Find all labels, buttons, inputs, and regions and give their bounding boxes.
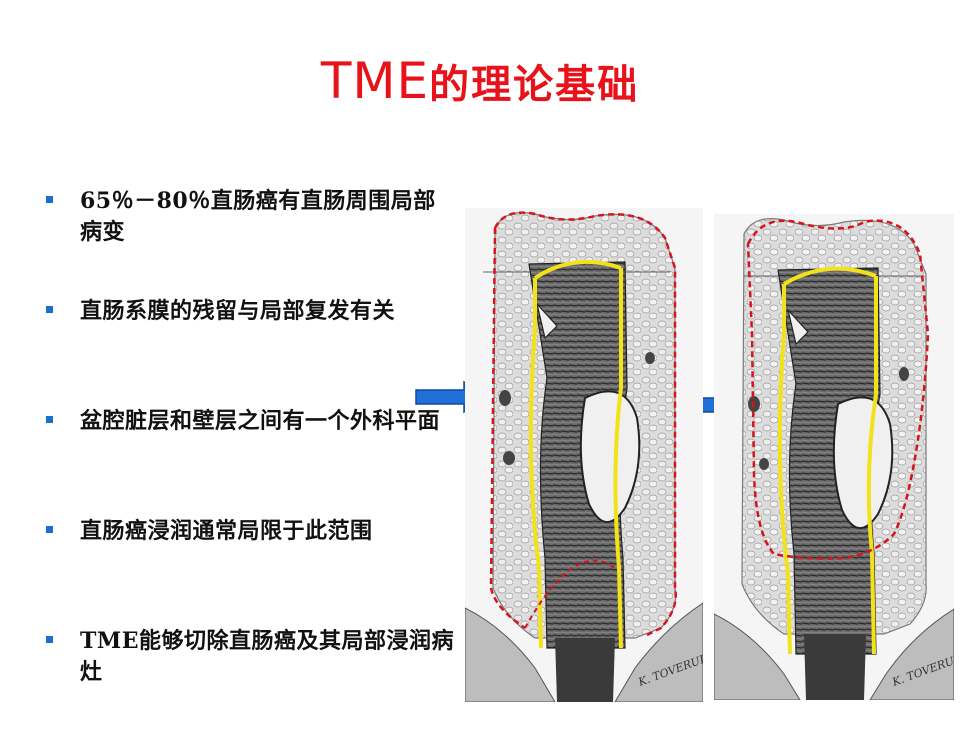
rectum-anatomy-illustration-right: K. TOVERUD <box>714 214 954 700</box>
rectum-anatomy-illustration-left: K. TOVERUD <box>465 208 703 702</box>
bullet-text: 直肠系膜的残留与局部复发有关 <box>80 298 396 324</box>
bullet-item: 直肠系膜的残留与局部复发有关 <box>44 296 454 406</box>
square-bullet-icon <box>46 196 53 203</box>
square-bullet-icon <box>46 306 53 313</box>
bullet-text: 65％－80％直肠癌有直肠周围局部病变 <box>80 188 436 245</box>
title-latin: TME <box>320 52 430 110</box>
bullet-text: 直肠癌浸润通常局限于此范围 <box>80 518 373 544</box>
bullet-item: 盆腔脏层和壁层之间有一个外科平面 <box>44 406 454 516</box>
bullet-item: 直肠癌浸润通常局限于此范围 <box>44 516 454 626</box>
bullet-item: TME能够切除直肠癌及其局部浸润病灶 <box>44 626 454 736</box>
title-chinese: 的理论基础 <box>429 62 640 108</box>
bullet-list: 65％－80％直肠癌有直肠周围局部病变 直肠系膜的残留与局部复发有关 盆腔脏层和… <box>44 186 454 736</box>
slide: TME的理论基础 65％－80％直肠癌有直肠周围局部病变 直肠系膜的残留与局部复… <box>0 52 960 702</box>
square-bullet-icon <box>46 526 53 533</box>
bullet-text: 盆腔脏层和壁层之间有一个外科平面 <box>80 408 441 434</box>
square-bullet-icon <box>46 636 53 643</box>
bullet-item: 65％－80％直肠癌有直肠周围局部病变 <box>44 186 454 296</box>
slide-title: TME的理论基础 <box>0 52 960 110</box>
bullet-text: TME能够切除直肠癌及其局部浸润病灶 <box>80 628 454 685</box>
square-bullet-icon <box>46 416 53 423</box>
